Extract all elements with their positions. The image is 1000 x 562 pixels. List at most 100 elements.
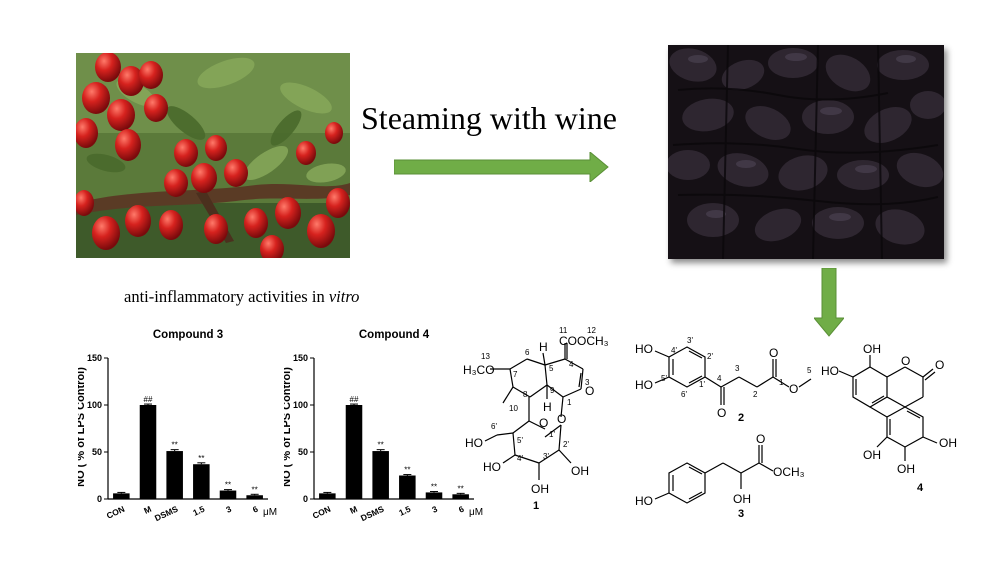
process-arrow-down <box>814 268 844 337</box>
c1-ester: COOCH₃ <box>559 334 609 348</box>
c2-number: 2 <box>738 412 744 424</box>
c1-c13: 13 <box>481 352 490 361</box>
c2-c2: 2 <box>753 390 758 399</box>
x-tick-label: 6 <box>457 504 466 515</box>
significance-label: ## <box>350 395 359 404</box>
c1-oh3: OH <box>531 482 549 496</box>
process-arrow-right <box>394 152 609 182</box>
c4-o-keto: O <box>935 358 944 372</box>
c1-c1p: 1' <box>549 430 555 439</box>
activity-title-prefix: anti-inflammatory activities in <box>124 287 329 306</box>
bar <box>166 451 183 499</box>
c3-number: 3 <box>738 508 744 520</box>
c3-ester: OCH₃ <box>773 465 805 479</box>
significance-label: ** <box>252 485 258 494</box>
compound-3-structure <box>654 445 774 504</box>
c1-c12: 12 <box>587 326 596 335</box>
bar <box>345 405 363 499</box>
c1-c11: 11 <box>559 326 568 335</box>
y-tick-label: 100 <box>293 400 308 410</box>
bar <box>372 451 389 499</box>
x-unit-label: μM <box>469 507 483 518</box>
bar <box>219 490 237 499</box>
c2-c4p: 4' <box>671 346 677 355</box>
c1-c5: 5 <box>549 364 554 373</box>
c3-o: O <box>756 432 765 446</box>
c2-c3p: 3' <box>687 336 693 345</box>
y-axis-label: NO ( % of LPS Control) <box>78 367 87 487</box>
x-tick-label: 6 <box>251 504 260 515</box>
significance-label: ** <box>172 441 178 450</box>
bar <box>193 464 210 499</box>
c1-c3: 3 <box>585 378 590 387</box>
c1-c4p: 4' <box>517 454 523 463</box>
c3-oh: OH <box>733 492 751 506</box>
significance-label: ** <box>198 454 204 463</box>
c2-c2p: 2' <box>707 352 713 361</box>
significance-label: ** <box>225 481 231 490</box>
c2-c5p: 5' <box>661 374 667 383</box>
chart-title: Compound 3 <box>153 329 223 341</box>
c4-number: 4 <box>917 482 924 494</box>
x-tick-label: DSMS <box>359 504 386 524</box>
c1-c9: 9 <box>550 386 555 395</box>
c2-c1p: 1' <box>699 380 705 389</box>
c1-c6: 6 <box>525 348 530 357</box>
c1-o-gly: O <box>557 412 566 426</box>
c1-o-sugar: O <box>539 416 548 430</box>
significance-label: ** <box>431 482 437 491</box>
c4-o-ring: O <box>901 354 910 368</box>
y-tick-label: 50 <box>298 447 308 457</box>
c1-oh2: OH <box>571 464 589 478</box>
dried-fruit-photo <box>668 45 944 259</box>
c1-ho6: HO <box>465 436 483 450</box>
x-tick-label: M <box>348 504 359 516</box>
c1-c1: 1 <box>567 398 572 407</box>
chemical-structures: H₃CO 13 7 6 H 5 4 3 11 12 COOCH₃ 8 9 H 1… <box>463 326 957 520</box>
c1-number: 1 <box>533 500 539 512</box>
c1-o-ring: O <box>585 384 594 398</box>
significance-label: ## <box>144 395 153 404</box>
bar <box>246 495 263 499</box>
c1-c2p: 2' <box>563 440 569 449</box>
bar <box>425 492 443 499</box>
bar <box>452 494 469 499</box>
c1-c10: 10 <box>509 404 518 413</box>
bar-chart-compound-4: Compound 4 NO ( % of LPS Control) 0 50 100… <box>284 329 483 524</box>
chart-title: Compound 4 <box>359 329 430 341</box>
y-tick-label: 0 <box>303 494 308 504</box>
c3-ho: HO <box>635 494 653 508</box>
bar <box>319 493 336 499</box>
y-tick-label: 100 <box>87 400 102 410</box>
y-tick-label: 0 <box>97 494 102 504</box>
activity-title-italic: vitro <box>328 287 360 306</box>
c4-oh-top: OH <box>863 342 881 356</box>
significance-label: ** <box>458 484 464 493</box>
c2-c4: 4 <box>717 374 722 383</box>
y-axis-label: NO ( % of LPS Control) <box>284 367 293 487</box>
x-tick-label: CON <box>311 504 332 521</box>
x-tick-label: 3 <box>224 504 233 515</box>
c2-o-ester2: O <box>789 382 798 396</box>
c1-c8: 8 <box>523 390 528 399</box>
compound-1-structure <box>484 343 584 480</box>
c1-h9: H <box>543 400 552 414</box>
bar <box>399 475 416 499</box>
c2-ho5: HO <box>635 378 653 392</box>
significance-label: ** <box>378 441 384 450</box>
c1-c6p: 6' <box>491 422 497 431</box>
x-tick-label: 1.5 <box>191 504 206 518</box>
c1-methoxy: H₃CO <box>463 363 495 377</box>
y-tick-label: 150 <box>87 353 102 363</box>
c4-oh-br: OH <box>897 462 915 476</box>
compound-2-structure <box>654 346 812 405</box>
x-tick-label: DSMS <box>153 504 180 524</box>
compound-4-structure <box>838 355 938 461</box>
c2-c5: 5 <box>807 366 812 375</box>
c1-c5p: 5' <box>517 436 523 445</box>
fresh-fruit-photo <box>76 53 350 258</box>
c2-ho4: HO <box>635 342 653 356</box>
c4-oh-r: OH <box>939 436 957 450</box>
x-unit-label: μM <box>263 507 277 518</box>
bar-chart-compound-3: Compound 3 NO ( % of LPS Control) 050100… <box>78 329 277 524</box>
